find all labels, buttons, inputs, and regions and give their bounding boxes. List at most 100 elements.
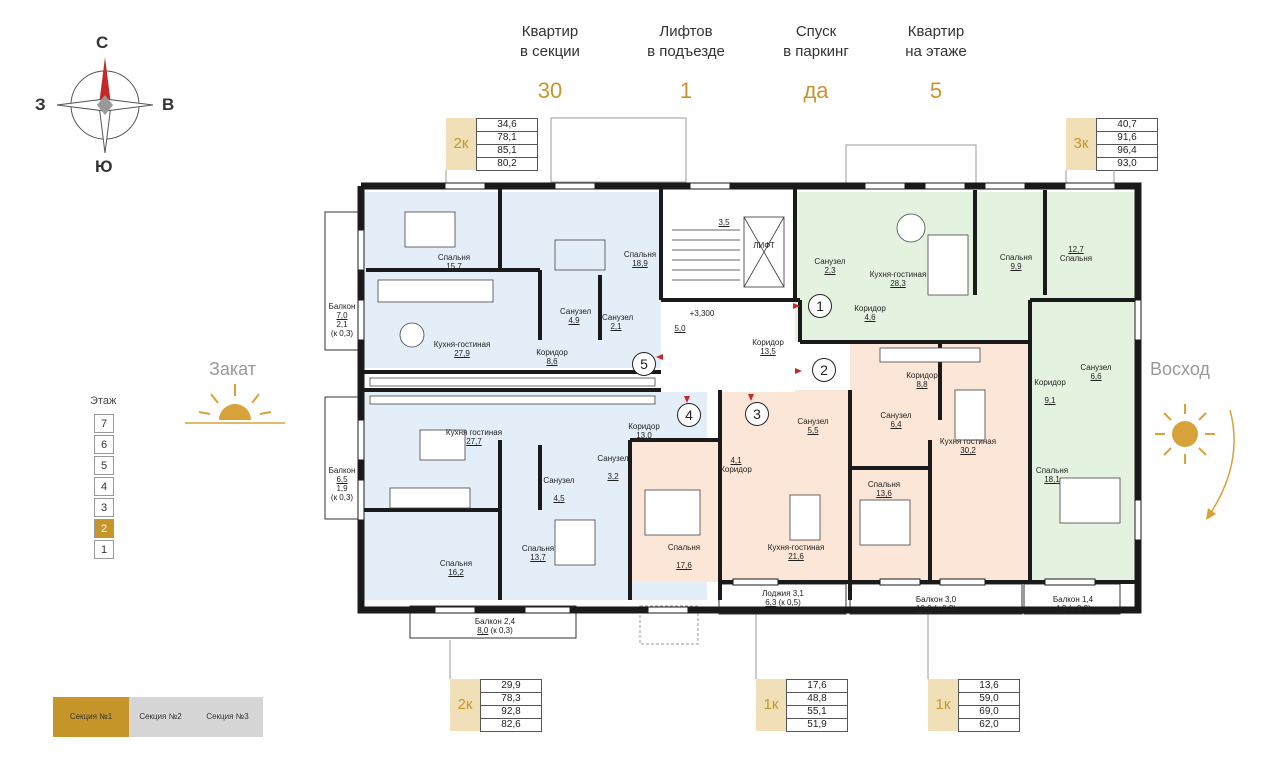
stat-apartments-in-section-value: 30 [537, 78, 563, 103]
compass-rose-icon [56, 57, 154, 154]
floor-button-5[interactable]: 5 [94, 456, 114, 475]
floor-button-4[interactable]: 4 [94, 477, 114, 496]
apartment-type-label: 3к [1066, 118, 1096, 170]
compass-south-label: Ю [95, 157, 113, 176]
apartment-value: 13,6 [958, 679, 1020, 693]
apartment-summary-1k-right[interactable]: 1к 13,6 59,0 69,0 62,0 [928, 679, 1020, 732]
stat-apartments-per-floor-value: 5 [929, 78, 943, 103]
apartment-value: 69,0 [958, 706, 1020, 719]
apartment-summary-1k-middle[interactable]: 1к 17,6 48,8 55,1 51,9 [756, 679, 848, 732]
stat-parking-value: да [803, 78, 829, 103]
apartment-value: 92,8 [480, 706, 542, 719]
entrance-marker-4[interactable]: 4 [677, 403, 701, 427]
apartment-value: 17,6 [786, 679, 848, 693]
room-label: +3,300 [689, 309, 715, 318]
apartment-value: 51,9 [786, 719, 848, 732]
entrance-marker-5[interactable]: 5 [632, 352, 656, 376]
floor-button-2[interactable]: 2 [94, 519, 114, 538]
apartment-summary-2k-top[interactable]: 2к 34,6 78,1 85,1 80,2 [446, 118, 538, 171]
sunset-icon [185, 384, 285, 424]
compass-west-label: З [35, 95, 46, 114]
apartment-summary-2k-bottom[interactable]: 2к 29,9 78,3 92,8 82,6 [450, 679, 542, 732]
sunrise-icon [1155, 404, 1235, 520]
apartment-value: 91,6 [1096, 132, 1158, 145]
stat-elevators-value: 1 [679, 78, 693, 103]
apartment-value: 48,8 [786, 693, 848, 706]
apartment-value: 82,6 [480, 719, 542, 732]
apartment-type-label: 2к [446, 118, 476, 170]
compass-north-label: С [96, 33, 109, 52]
compass-east-label: В [162, 95, 175, 114]
sunset-label: Закат [209, 359, 257, 379]
apartment-value: 85,1 [476, 145, 538, 158]
apartment-zone-peach-middle [720, 390, 850, 582]
floor-selector-title: Этаж [90, 395, 117, 407]
apartment-value: 96,4 [1096, 145, 1158, 158]
apartment-value: 29,9 [480, 679, 542, 693]
apartment-summary-3k-top[interactable]: 3к 40,7 91,6 96,4 93,0 [1066, 118, 1158, 171]
apartment-value: 34,6 [476, 118, 538, 132]
apartment-value: 40,7 [1096, 118, 1158, 132]
floor-button-7[interactable]: 7 [94, 414, 114, 433]
room-label: 3,5 [718, 218, 730, 227]
apartment-type-label: 1к [928, 679, 958, 731]
room-label: 5,0 [674, 324, 686, 333]
apartment-value: 93,0 [1096, 158, 1158, 171]
apartment-value: 78,1 [476, 132, 538, 145]
apartment-value: 62,0 [958, 719, 1020, 732]
section-tab-1[interactable]: Секция №1 [53, 697, 129, 737]
apartment-type-label: 1к [756, 679, 786, 731]
entrance-marker-2[interactable]: 2 [812, 358, 836, 382]
floor-button-6[interactable]: 6 [94, 435, 114, 454]
section-tab-2[interactable]: Секция №2 [129, 697, 192, 737]
room-label: ЛИФТ [753, 241, 775, 250]
apartment-value: 55,1 [786, 706, 848, 719]
floor-button-3[interactable]: 3 [94, 498, 114, 517]
apartment-value: 80,2 [476, 158, 538, 171]
apartment-type-label: 2к [450, 679, 480, 731]
apartment-value: 59,0 [958, 693, 1020, 706]
apartment-zone-green-right [1030, 300, 1135, 582]
entrance-marker-3[interactable]: 3 [745, 402, 769, 426]
floor-button-1[interactable]: 1 [94, 540, 114, 559]
entrance-marker-1[interactable]: 1 [808, 294, 832, 318]
section-tab-3[interactable]: Секция №3 [192, 697, 263, 737]
